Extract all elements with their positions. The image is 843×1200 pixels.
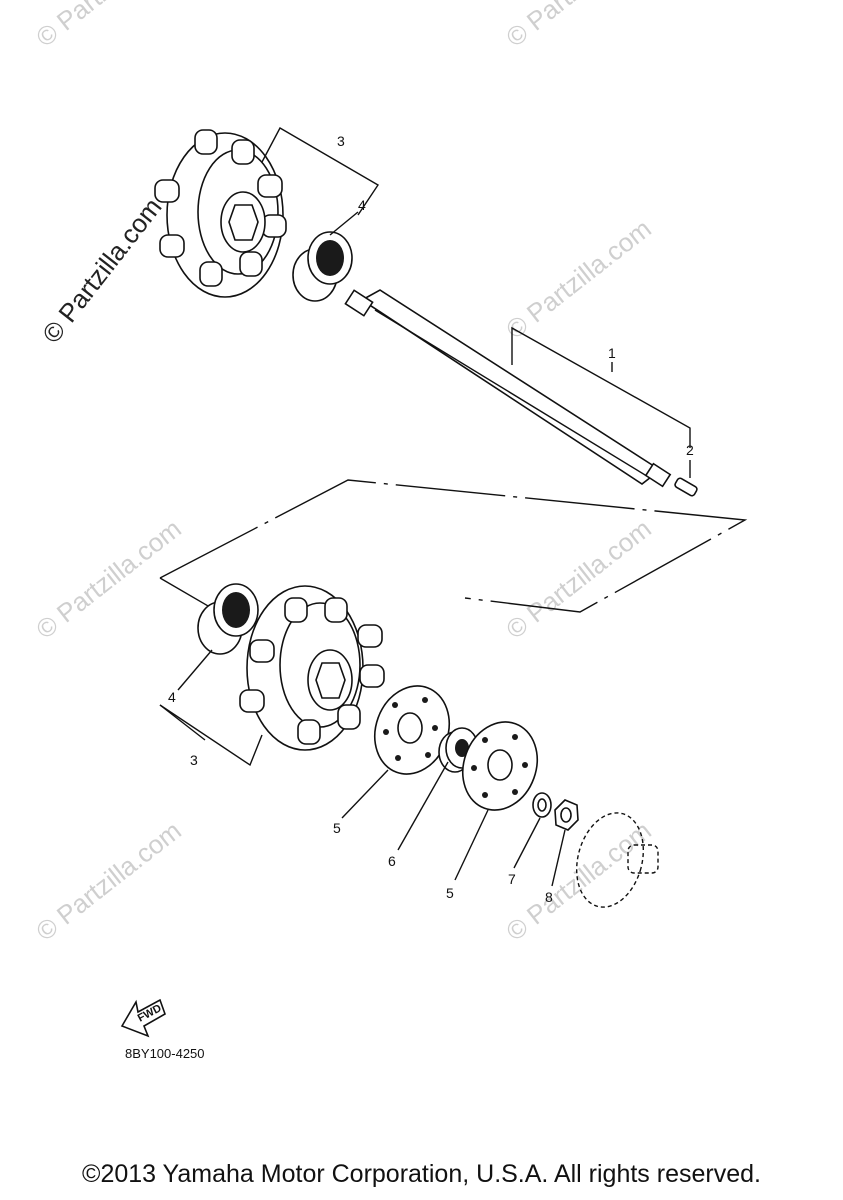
bushing-top <box>292 231 353 302</box>
callout-3-bottom: 3 <box>190 752 198 768</box>
watermark-bottom-left: © Partzilla.com <box>30 815 187 947</box>
callout-4-top: 4 <box>358 197 366 213</box>
nut <box>554 799 579 831</box>
watermark-mid-right-2: © Partzilla.com <box>500 513 657 645</box>
assembly-lines <box>159 479 748 613</box>
plate-right <box>462 721 538 811</box>
callout-7: 7 <box>508 871 516 887</box>
callout-5-left: 5 <box>333 820 341 836</box>
plate-left <box>374 685 450 775</box>
copyright-notice: ©2013 Yamaha Motor Corporation, U.S.A. A… <box>82 1160 761 1188</box>
bushing-bottom <box>197 583 259 655</box>
shaft-bolt <box>674 477 698 497</box>
callout-lines-bottom <box>159 649 566 887</box>
callout-8: 8 <box>545 889 553 905</box>
callout-lines-top <box>261 127 691 478</box>
hub-reference <box>575 812 659 908</box>
watermark-top-left: © Partzilla.com <box>30 0 187 53</box>
callout-3-top: 3 <box>337 133 345 149</box>
washer <box>532 792 552 818</box>
watermark-top-right: © Partzilla.com <box>500 0 657 53</box>
watermark-bottom-right: © Partzilla.com <box>500 815 657 947</box>
watermark-mid-right: © Partzilla.com <box>500 213 657 345</box>
callout-1: 1 <box>608 345 616 361</box>
sprocket-bottom <box>239 585 385 751</box>
callout-4-bottom: 4 <box>168 689 176 705</box>
drive-shaft <box>344 289 672 488</box>
callout-2: 2 <box>686 442 694 458</box>
diagram-code: 8BY100-4250 <box>125 1046 205 1061</box>
fwd-arrow: FWD <box>120 998 166 1038</box>
sprocket-top <box>154 129 287 298</box>
watermark-dark: © Partzilla.com <box>36 192 168 349</box>
callout-5-right: 5 <box>446 885 454 901</box>
watermark-mid-left: © Partzilla.com <box>30 513 187 645</box>
callout-6: 6 <box>388 853 396 869</box>
callout-numbers: 1 2 3 4 4 3 5 6 5 7 8 <box>168 133 694 905</box>
